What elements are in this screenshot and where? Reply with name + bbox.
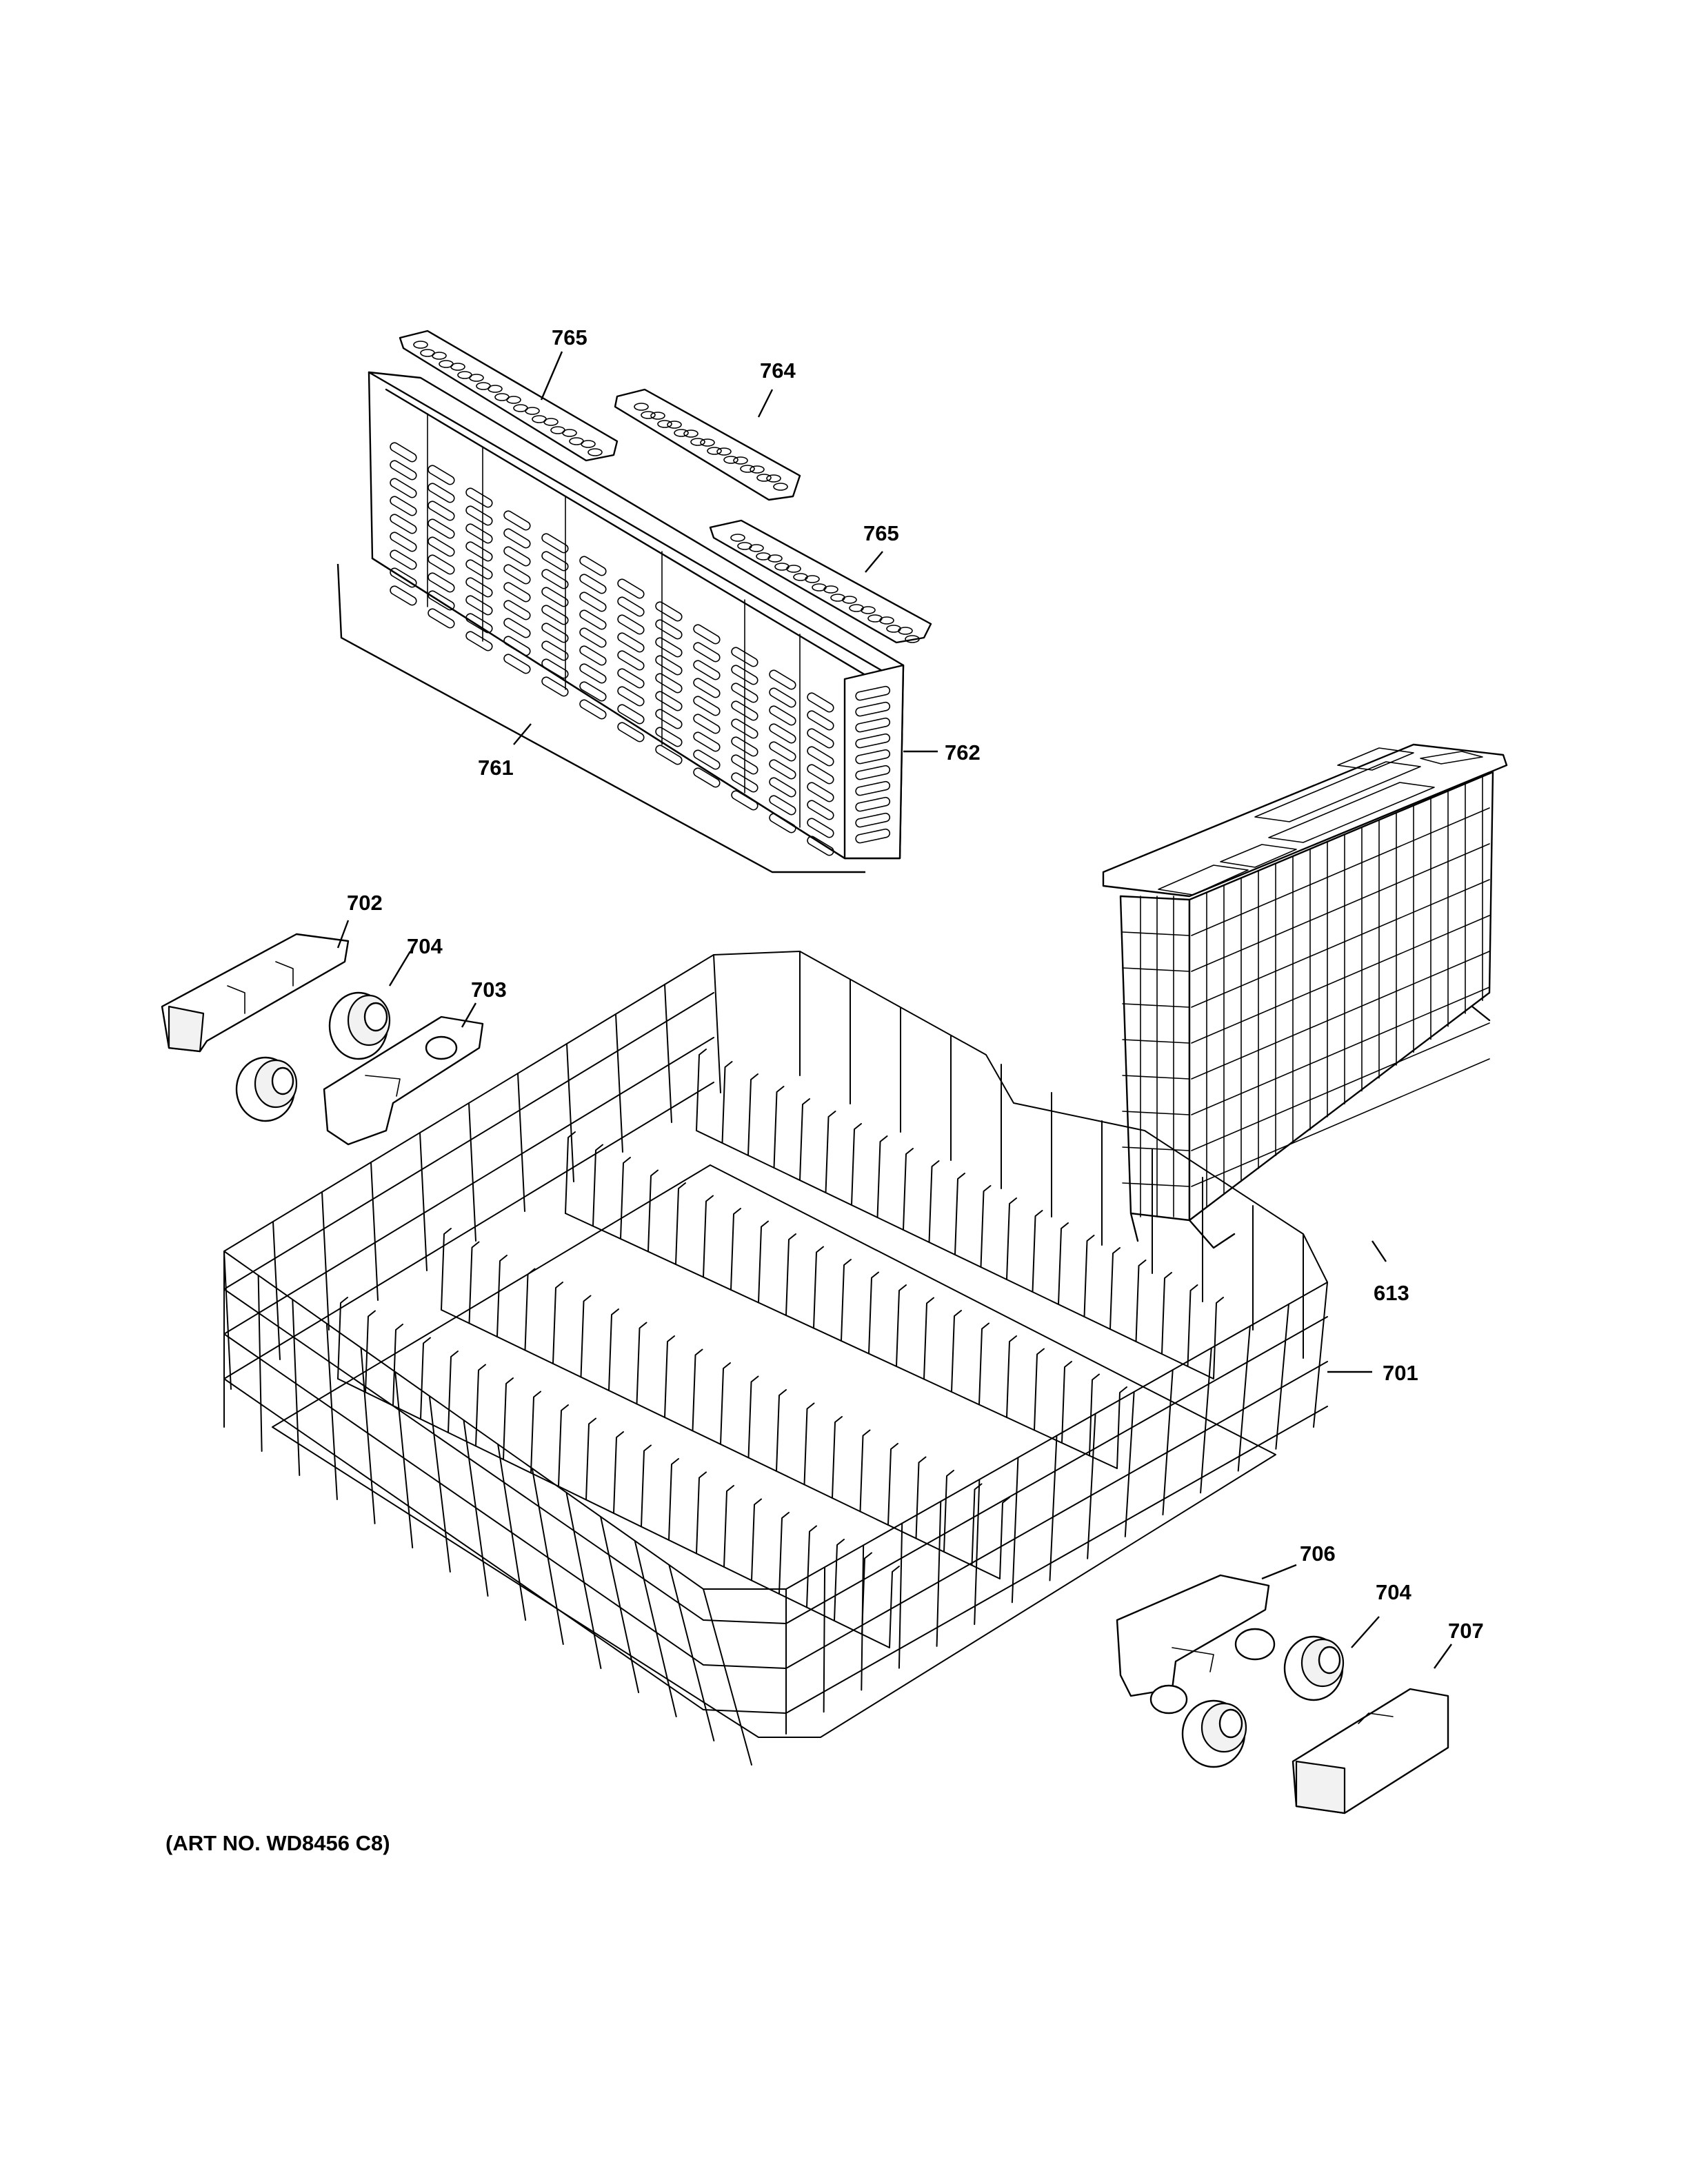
callout-704-right: 704 [1376, 1580, 1411, 1604]
basket-lid-765-left [399, 330, 619, 462]
wheel-left-lower [235, 1056, 298, 1122]
basket-end-slots [855, 685, 891, 844]
rail-clip-706 [1116, 1574, 1276, 1715]
basket-slot-pattern [390, 442, 834, 856]
callout-613: 613 [1374, 1281, 1409, 1305]
rail-clip-702 [161, 933, 350, 1053]
silverware-basket [336, 371, 905, 873]
callout-703: 703 [471, 978, 507, 1002]
callout-762: 762 [945, 740, 981, 765]
callout-707: 707 [1448, 1619, 1484, 1643]
wheel-704-left [328, 991, 391, 1060]
callout-764: 764 [760, 358, 796, 383]
callout-labels: 765 764 765 762 761 702 704 703 613 701 … [347, 325, 1484, 1643]
small-utensil-basket [1102, 743, 1508, 1249]
wheel-704-right [1283, 1635, 1345, 1701]
basket-lid-764 [614, 388, 801, 501]
wheel-right-lower [1181, 1699, 1247, 1768]
callout-701: 701 [1383, 1361, 1418, 1385]
callout-765-right: 765 [863, 521, 899, 545]
rail-end-cap-707 [1292, 1688, 1449, 1814]
leader-lines [336, 351, 1452, 1669]
basket-lid-765-right [709, 519, 932, 644]
small-basket-grid [1122, 776, 1490, 1217]
callout-702: 702 [347, 891, 383, 915]
callout-761: 761 [478, 756, 514, 780]
callout-706: 706 [1300, 1541, 1336, 1566]
upper-dish-rack [223, 951, 1328, 1766]
rail-clip-703 [323, 1015, 484, 1146]
art-number: (ART NO. WD8456 C8) [165, 1831, 390, 1855]
callout-704-left: 704 [407, 934, 443, 958]
callout-765-left: 765 [552, 325, 587, 350]
